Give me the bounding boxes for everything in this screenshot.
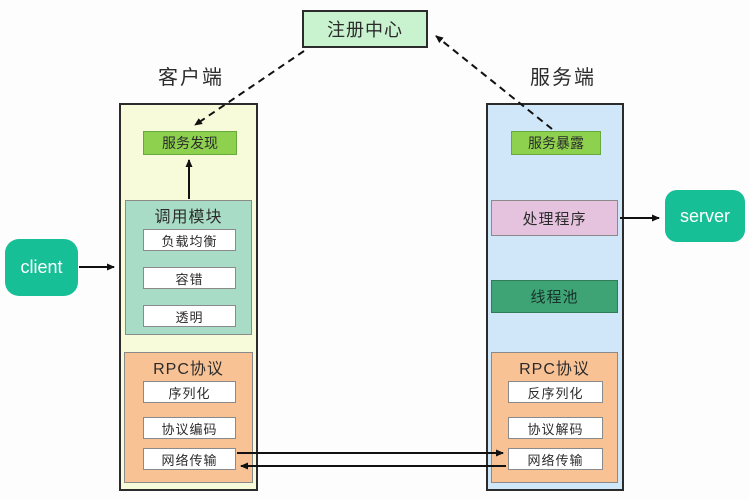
load-balance-box: 负载均衡 [143,229,236,251]
server-node: server [665,190,745,242]
call-module-title: 调用模块 [154,209,223,226]
service-expose-box: 服务暴露 [511,131,601,155]
client-column-header: 客户端 [158,66,224,89]
registry-center-box: 注册中心 [302,10,428,48]
protocol-encode-box: 协议编码 [143,417,236,439]
deserialization-box: 反序列化 [508,381,603,403]
protocol-decode-box: 协议解码 [508,417,603,439]
server-column-header: 服务端 [530,66,596,89]
server-rpc-protocol-title: RPC协议 [519,361,590,378]
client-rpc-protocol-title: RPC协议 [153,361,224,378]
server-network-transport-box: 网络传输 [508,448,603,470]
handler-box: 处理程序 [491,200,618,236]
transparency-box: 透明 [143,305,236,327]
service-discovery-box: 服务发现 [143,131,237,155]
fault-tolerance-box: 容错 [143,267,236,289]
client-node: client [5,239,78,296]
client-network-transport-box: 网络传输 [143,448,236,470]
thread-pool-box: 线程池 [491,280,618,313]
serialization-box: 序列化 [143,381,236,403]
